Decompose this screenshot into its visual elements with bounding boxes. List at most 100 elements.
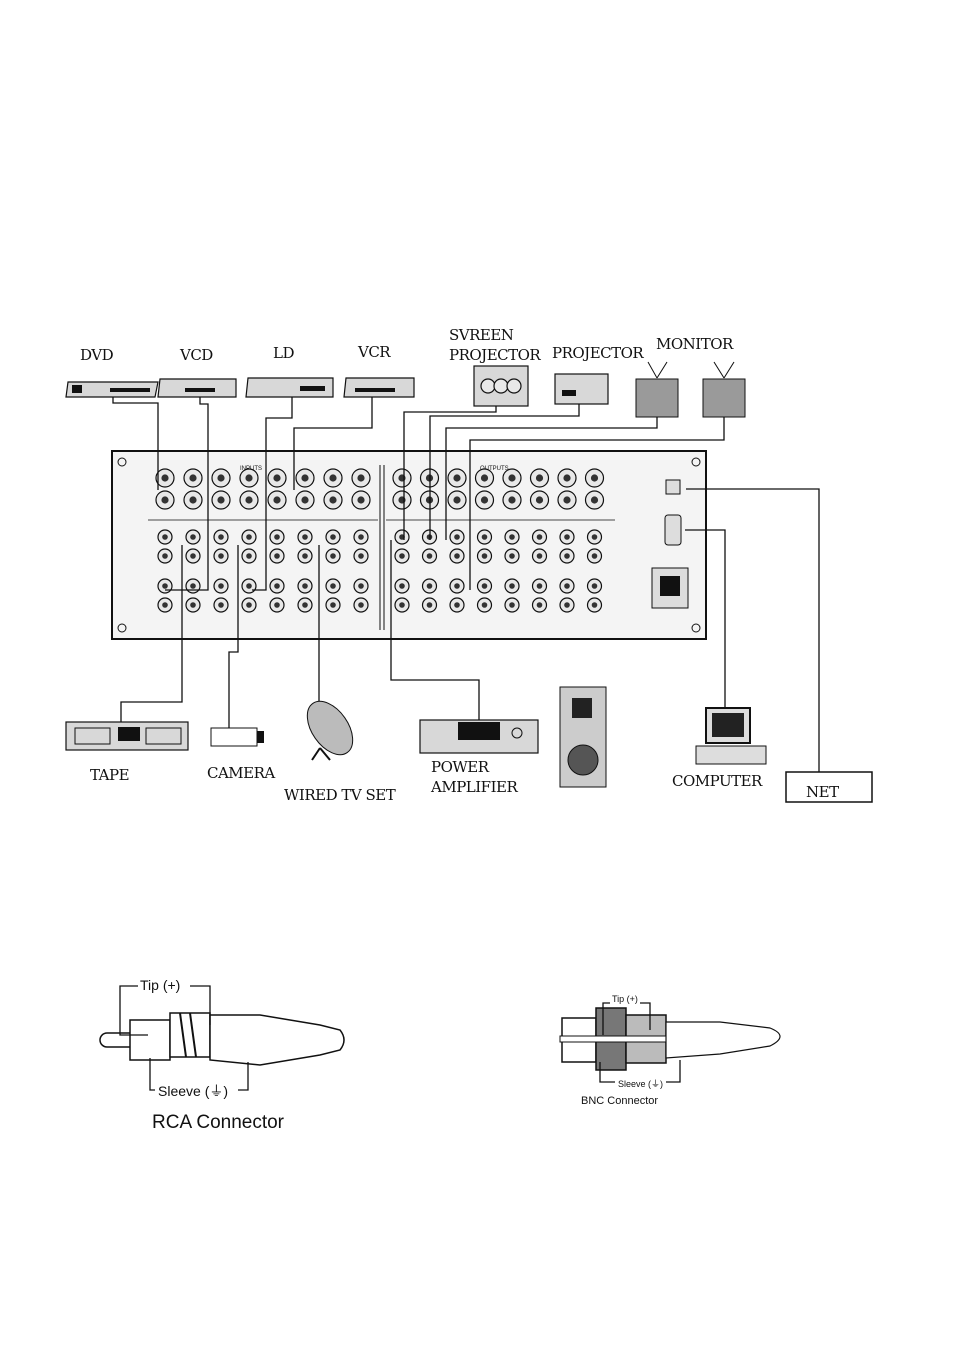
output-rca-jack-pin: [591, 534, 598, 540]
output-rca-jack-pin: [426, 602, 433, 608]
input-bnc-jack-pin: [189, 474, 197, 482]
input-rca-jack-pin: [274, 602, 280, 608]
input-bnc-jack-pin: [329, 474, 337, 482]
output-rca-jack-pin: [399, 553, 405, 559]
input-rca-jack-pin: [358, 534, 364, 540]
output-rca-jack-pin: [564, 534, 570, 540]
tape-label: TAPE: [90, 766, 129, 784]
output-bnc-jack-pin: [590, 474, 599, 482]
input-rca-jack-pin: [302, 602, 308, 608]
input-rca-jack-pin: [302, 534, 308, 540]
input-rca-jack-pin: [218, 583, 224, 589]
input-bnc-jack-pin: [273, 496, 281, 504]
input-bnc-jack-pin: [161, 474, 169, 482]
camera-label: CAMERA: [207, 764, 275, 782]
input-bnc-jack-pin: [329, 496, 337, 504]
dvd-device: [65, 381, 159, 398]
output-bnc-jack-pin: [453, 474, 461, 482]
speaker-device: [559, 686, 607, 788]
net-label: NET: [806, 783, 839, 801]
dvd-label: DVD: [80, 346, 114, 364]
input-rca-jack-pin: [190, 534, 196, 540]
input-rca-jack-pin: [330, 553, 336, 559]
output-rca-jack-pin: [591, 553, 598, 559]
power-amp-label-2: AMPLIFIER: [430, 778, 518, 796]
output-rca-jack-pin: [454, 583, 460, 589]
input-rca-jack-pin: [162, 583, 168, 589]
camera-device: [210, 727, 264, 747]
rca-sleeve-label: Sleeve (⏚): [158, 1083, 228, 1099]
output-rca-jack-pin: [481, 553, 488, 559]
input-rca-jack-pin: [190, 583, 196, 589]
output-rca-jack-pin: [454, 602, 460, 608]
input-rca-jack-pin: [358, 553, 364, 559]
bnc-caption: BNC Connector: [581, 1095, 658, 1107]
output-rca-jack-pin: [399, 583, 405, 589]
input-rca-jack-pin: [274, 553, 280, 559]
input-rca-jack-pin: [218, 553, 224, 559]
input-rca-jack-pin: [302, 553, 308, 559]
output-rca-jack-pin: [536, 534, 543, 540]
monitor-device-2: [702, 361, 746, 418]
bnc-sleeve-label: Sleeve (⏚): [618, 1079, 663, 1089]
net-box: [785, 771, 873, 803]
output-rca-jack-pin: [509, 583, 515, 589]
monitor-label: MONITOR: [656, 335, 734, 353]
ld-device: [245, 377, 334, 398]
output-rca-jack-pin: [591, 583, 598, 589]
output-bnc-jack-pin: [508, 474, 516, 482]
input-rca-jack-pin: [358, 583, 364, 589]
output-bnc-jack-pin: [563, 474, 571, 482]
input-rca-jack-pin: [162, 602, 168, 608]
output-bnc-jack-pin: [535, 496, 544, 504]
output-rca-jack-pin: [536, 602, 543, 608]
screen-projector-device: [473, 365, 529, 407]
outputs-label: OUTPUTS: [480, 466, 509, 472]
input-rca-jack-pin: [330, 583, 336, 589]
bnc-tip-label: Tip (+): [612, 994, 638, 1004]
output-rca-jack-pin: [536, 583, 543, 589]
input-rca-jack-pin: [162, 553, 168, 559]
input-bnc-jack-pin: [357, 496, 365, 504]
monitor-device-1: [635, 361, 679, 418]
output-rca-jack-pin: [564, 602, 570, 608]
output-rca-jack-pin: [536, 553, 543, 559]
projector-label: PROJECTOR: [552, 344, 644, 362]
vcd-label: VCD: [179, 346, 213, 364]
input-rca-jack-pin: [162, 534, 168, 540]
ld-label: LD: [273, 344, 294, 362]
output-bnc-jack-pin: [563, 496, 571, 504]
output-rca-jack-pin: [591, 602, 598, 608]
matrix-switcher-rear-panel: INPUTS OUTPUTS: [111, 450, 707, 640]
output-rca-jack-pin: [481, 534, 488, 540]
input-rca-jack-pin: [218, 602, 224, 608]
input-rca-jack-pin: [358, 602, 364, 608]
input-rca-jack-pin: [246, 553, 252, 559]
output-rca-jack-pin: [509, 602, 515, 608]
output-bnc-jack-pin: [535, 474, 544, 482]
power-amp-label-1: POWER: [431, 758, 490, 776]
satellite-dish: [306, 700, 354, 761]
input-bnc-jack-pin: [189, 496, 197, 504]
output-rca-jack-pin: [509, 534, 515, 540]
output-rca-jack-pin: [454, 553, 460, 559]
input-bnc-jack-pin: [217, 496, 225, 504]
output-bnc-jack-pin: [590, 496, 599, 504]
input-bnc-jack-pin: [273, 474, 281, 482]
vcd-device: [157, 378, 237, 398]
input-bnc-jack-pin: [357, 474, 365, 482]
output-bnc-jack-pin: [453, 496, 461, 504]
computer-label: COMPUTER: [672, 772, 763, 790]
input-rca-jack-pin: [274, 583, 280, 589]
input-bnc-jack-pin: [217, 474, 225, 482]
output-rca-jack-pin: [509, 553, 515, 559]
input-bnc-jack-pin: [301, 496, 309, 504]
input-rca-jack-pin: [274, 534, 280, 540]
output-bnc-jack-pin: [480, 496, 489, 504]
rs232-port: [664, 514, 682, 546]
input-bnc-jack-pin: [161, 496, 169, 504]
input-rca-jack-pin: [302, 583, 308, 589]
output-rca-jack-pin: [564, 583, 570, 589]
vcr-device: [343, 377, 415, 398]
